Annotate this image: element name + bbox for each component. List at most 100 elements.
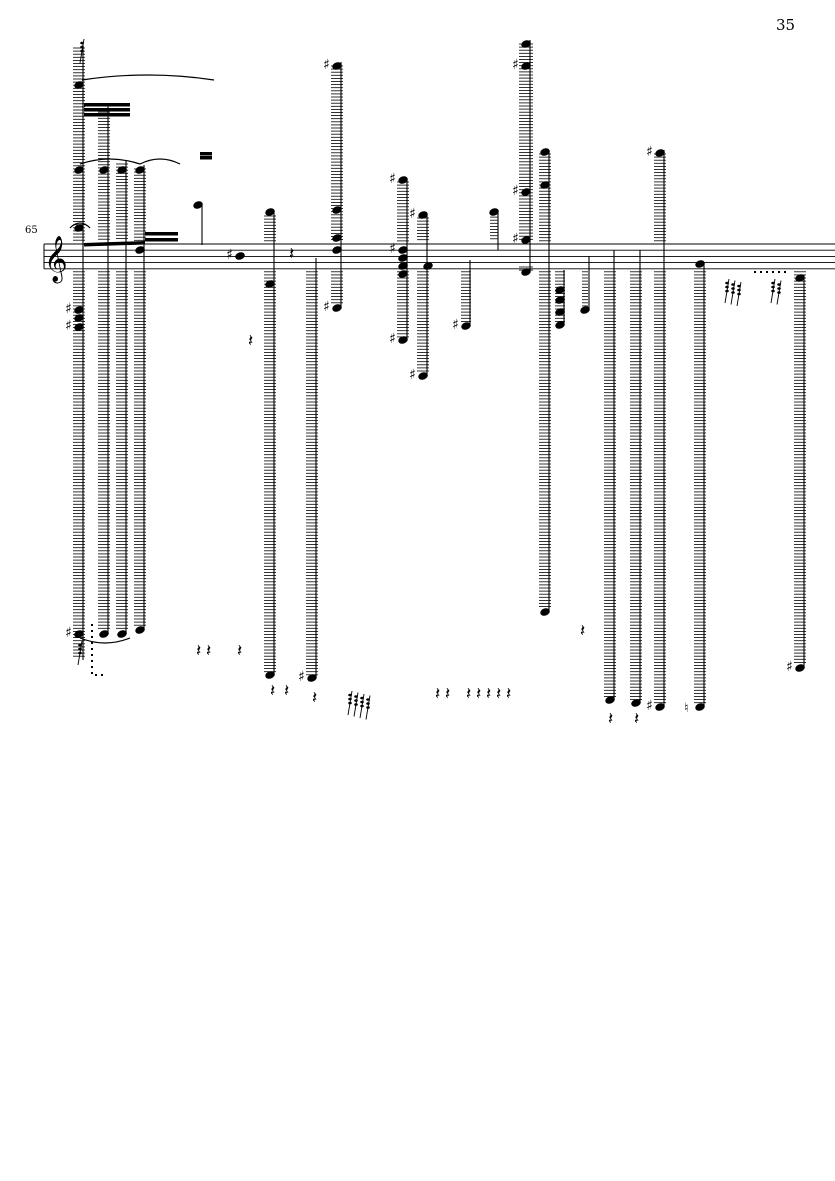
grace-note-head: [731, 291, 735, 294]
note-head: [74, 224, 84, 232]
note-head: [117, 166, 127, 174]
quarter-rest: 𝄽: [496, 684, 501, 704]
quarter-rest: 𝄽: [476, 684, 481, 704]
ties-and-slurs: [69, 74, 788, 676]
note-head: [540, 148, 550, 156]
grace-note-head: [777, 283, 781, 286]
sharp-sign: ♯: [512, 57, 519, 73]
note-head: [332, 234, 342, 242]
note-head: [540, 181, 550, 189]
note-head: [398, 270, 408, 278]
grace-note-head: [78, 643, 82, 647]
tie: [81, 74, 215, 81]
note-heads: [74, 40, 805, 711]
note-head: [74, 306, 84, 314]
accidentals: ♯♯♯♯♯♯♯♯♯♯♯♯♯♯♯♯♯♯♯♮: [65, 57, 793, 716]
note-head: [74, 81, 84, 89]
beam: [84, 103, 130, 107]
grace-note-head: [725, 285, 729, 289]
grace-note-head: [80, 41, 84, 45]
grace-note-head: [771, 281, 775, 285]
note-head: [74, 323, 84, 331]
grace-note-head: [771, 289, 775, 293]
sharp-sign: ♯: [512, 231, 519, 247]
grace-note-head: [360, 704, 364, 708]
note-head: [74, 166, 84, 174]
quarter-rest: 𝄽: [608, 709, 613, 729]
sharp-sign: ♯: [65, 301, 72, 317]
beam: [84, 113, 130, 117]
sharp-sign: ♯: [452, 317, 459, 333]
note-head: [521, 40, 531, 48]
grace-note-head: [366, 706, 370, 709]
quarter-rest: 𝄽: [270, 681, 275, 701]
sharp-sign: ♯: [298, 669, 305, 685]
sharp-sign: ♯: [646, 144, 653, 160]
beam: [200, 156, 212, 160]
tie: [79, 158, 141, 165]
page-number: 35: [776, 16, 796, 34]
note-head: [398, 176, 408, 184]
sharp-sign: ♯: [65, 625, 72, 641]
quarter-rest: 𝄽: [248, 331, 253, 351]
grace-note-head: [737, 288, 741, 292]
grace-note-head: [354, 695, 358, 698]
note-head: [521, 268, 531, 276]
grace-note-head: [725, 281, 729, 285]
grace-note-head: [360, 696, 364, 700]
quarter-rest: 𝄽: [506, 684, 511, 704]
measure-number: 65: [25, 225, 38, 236]
sharp-sign: ♯: [409, 367, 416, 383]
quarter-rest: 𝄽: [435, 684, 440, 704]
note-head: [235, 252, 245, 260]
note-head: [555, 308, 565, 316]
beam: [84, 241, 145, 247]
grace-note-head: [366, 702, 370, 705]
note-head: [605, 696, 615, 704]
sharp-sign: ♯: [226, 247, 233, 263]
note-head: [521, 236, 531, 244]
note-head: [418, 211, 428, 219]
sharp-sign: ♯: [389, 331, 396, 347]
grace-note-head: [725, 289, 729, 293]
rests: 𝄽𝄽𝄽𝄽𝄽𝄽𝄽𝄽𝄽𝄽𝄽𝄽𝄽𝄽𝄽𝄽𝄽𝄽: [196, 244, 639, 729]
note-head: [555, 296, 565, 304]
sharp-sign: ♯: [646, 698, 653, 714]
grace-note-head: [354, 703, 358, 706]
quarter-rest: 𝄽: [486, 684, 491, 704]
grace-note-head: [348, 701, 352, 705]
sharp-sign: ♯: [409, 206, 416, 222]
beam: [200, 152, 212, 156]
beam: [84, 108, 130, 112]
note-head: [74, 314, 84, 322]
note-head: [418, 372, 428, 380]
quarter-rest: 𝄽: [580, 621, 585, 641]
beam: [145, 238, 178, 242]
sharp-sign: ♯: [389, 171, 396, 187]
note-head: [398, 262, 408, 270]
note-head: [117, 630, 127, 638]
note-stems: [77, 38, 805, 720]
note-head: [695, 703, 705, 711]
ledger-lines: [73, 43, 806, 704]
tie: [79, 637, 131, 644]
quarter-rest: 𝄽: [206, 641, 211, 661]
tie: [139, 158, 181, 165]
note-head: [332, 304, 342, 312]
note-head: [461, 322, 471, 330]
grace-note-head: [737, 292, 741, 296]
note-head: [265, 671, 275, 679]
sharp-sign: ♯: [323, 57, 330, 73]
note-head: [135, 626, 145, 634]
sharp-sign: ♯: [786, 659, 793, 675]
grace-note-head: [80, 45, 84, 49]
quarter-rest: 𝄽: [445, 684, 450, 704]
note-head: [332, 62, 342, 70]
quarter-rest: 𝄽: [312, 688, 317, 708]
quarter-rest: 𝄽: [237, 641, 242, 661]
note-head: [398, 336, 408, 344]
quarter-rest: 𝄽: [466, 684, 471, 704]
quarter-rest: 𝄽: [196, 641, 201, 661]
